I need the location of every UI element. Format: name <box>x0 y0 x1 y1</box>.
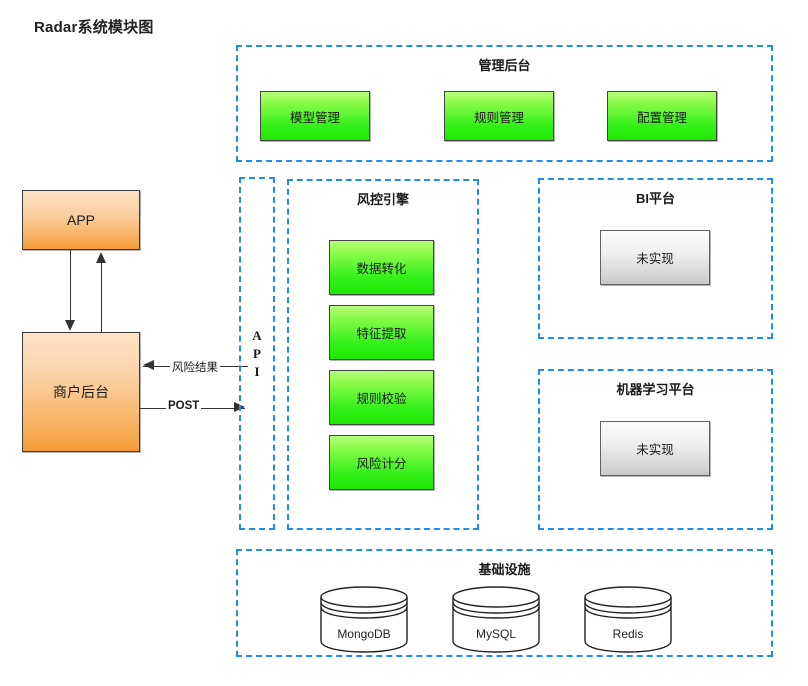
api-letter-i: I <box>254 363 260 379</box>
admin-group[interactable]: 管理后台 模型管理 规则管理 配置管理 <box>236 45 773 162</box>
arrowhead-merchant-to-app <box>96 252 106 263</box>
datastore-mysql[interactable]: MySQL <box>450 583 542 655</box>
merchant-backend-label: 商户后台 <box>53 384 109 400</box>
risk-engine-group[interactable]: 风控引擎 数据转化 特征提取 规则校验 风险计分 <box>287 179 479 530</box>
risk-engine-module-data-transform-label: 数据转化 <box>356 262 407 276</box>
edge-label-post: POST <box>166 400 202 412</box>
edge-label-risk-result: 风险结果 <box>170 359 220 375</box>
risk-engine-module-rule-check[interactable]: 规则校验 <box>329 370 434 425</box>
merchant-backend-box[interactable]: 商户后台 <box>22 332 140 452</box>
ml-platform-group-title: 机器学习平台 <box>616 382 695 397</box>
connector-merchant-to-app <box>101 262 102 332</box>
api-label: A P I <box>241 327 273 381</box>
bi-platform-module-placeholder[interactable]: 未实现 <box>600 230 710 285</box>
api-group[interactable]: A P I <box>239 177 275 530</box>
infrastructure-group-title: 基础设施 <box>478 562 531 577</box>
ml-platform-module-placeholder-label: 未实现 <box>636 443 674 457</box>
ml-platform-module-placeholder[interactable]: 未实现 <box>600 421 710 476</box>
datastore-mysql-label: MySQL <box>475 627 516 641</box>
risk-engine-module-data-transform[interactable]: 数据转化 <box>329 240 434 295</box>
risk-engine-module-rule-check-label: 规则校验 <box>356 392 407 406</box>
risk-engine-module-risk-score[interactable]: 风险计分 <box>329 435 434 490</box>
risk-engine-module-feature-extract-label: 特征提取 <box>356 327 407 341</box>
risk-engine-module-risk-score-label: 风险计分 <box>356 457 407 471</box>
api-letter-a: A <box>252 327 262 343</box>
ml-platform-group[interactable]: 机器学习平台 未实现 <box>538 369 773 530</box>
bi-platform-group[interactable]: BI平台 未实现 <box>538 178 773 339</box>
admin-module-model-label: 模型管理 <box>289 110 340 125</box>
api-letter-p: P <box>253 345 261 361</box>
admin-module-rule-label: 规则管理 <box>473 110 524 125</box>
admin-module-config[interactable]: 配置管理 <box>607 91 717 141</box>
risk-engine-module-feature-extract[interactable]: 特征提取 <box>329 305 434 360</box>
datastore-mongodb-label: MongoDB <box>337 627 391 641</box>
datastore-redis[interactable]: Redis <box>582 583 674 655</box>
arrowhead-risk-result <box>143 360 154 370</box>
app-box[interactable]: APP <box>22 190 140 250</box>
admin-module-config-label: 配置管理 <box>636 110 687 125</box>
cylinder-icon <box>452 586 540 653</box>
admin-module-model[interactable]: 模型管理 <box>260 91 370 141</box>
connector-app-to-merchant <box>70 250 71 322</box>
datastore-mongodb[interactable]: MongoDB <box>318 583 410 655</box>
page-title: Radar系统模块图 <box>34 19 154 36</box>
admin-group-title: 管理后台 <box>478 58 531 73</box>
datastore-redis-label: Redis <box>612 627 644 641</box>
cylinder-icon <box>584 586 672 653</box>
bi-platform-module-placeholder-label: 未实现 <box>636 252 674 266</box>
risk-engine-group-title: 风控引擎 <box>356 192 409 207</box>
infrastructure-group[interactable]: 基础设施 MongoDB MySQL <box>236 549 773 657</box>
app-label: APP <box>66 212 95 228</box>
admin-module-rule[interactable]: 规则管理 <box>444 91 554 141</box>
arrowhead-app-to-merchant <box>65 320 75 331</box>
cylinder-icon <box>320 586 408 653</box>
bi-platform-group-title: BI平台 <box>635 191 675 206</box>
